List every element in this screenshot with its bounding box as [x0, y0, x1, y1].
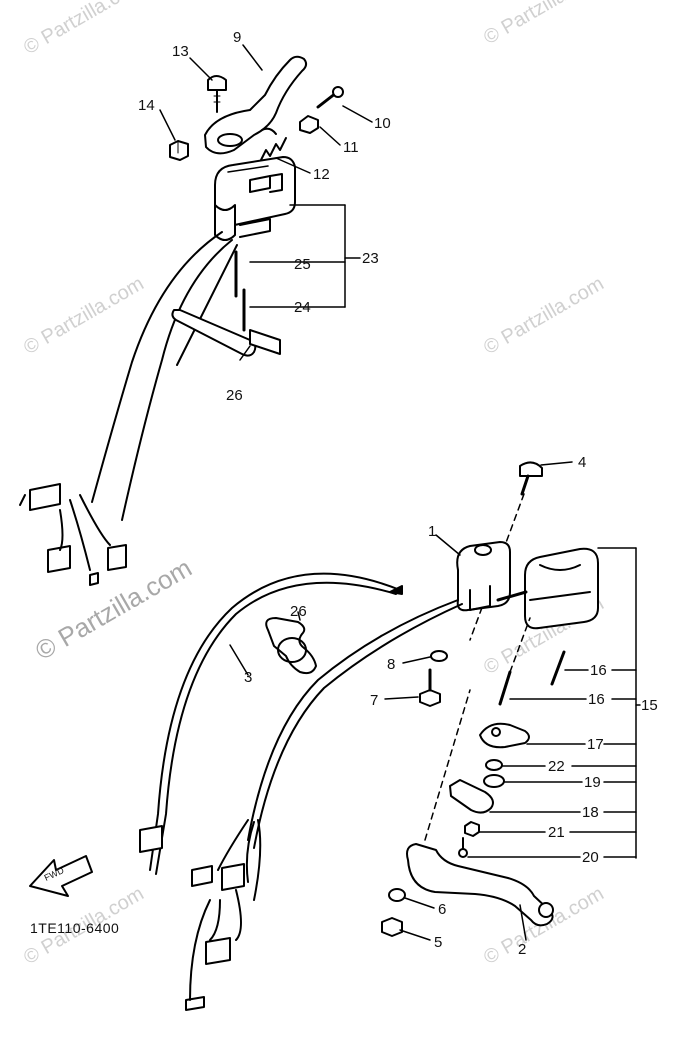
- callout-1: 1: [428, 523, 437, 540]
- callout-22: 22: [548, 758, 565, 775]
- screw-16a-part: [550, 650, 566, 686]
- callout-18: 18: [582, 804, 599, 821]
- screw-20-part: [458, 837, 468, 858]
- left-harness-part: [91, 231, 238, 521]
- callout-13: 13: [172, 43, 189, 60]
- left-connectors-part: [19, 483, 127, 586]
- clamp-26-part: [265, 617, 317, 675]
- bolt-7-part: [419, 668, 441, 707]
- callout-10: 10: [374, 115, 391, 132]
- brake-master-cylinder-part: [456, 541, 511, 612]
- collar-11-part: [299, 115, 319, 134]
- spring-19-part: [483, 774, 505, 788]
- screw-16b-part: [498, 670, 512, 706]
- callout-6: 6: [438, 901, 447, 918]
- cable-3-part: [139, 572, 403, 875]
- callout-16a: 16: [590, 662, 607, 679]
- pin-6-part: [388, 888, 406, 902]
- bolt-13-part: [207, 75, 227, 113]
- right-harness-part: [185, 599, 463, 1011]
- collar-22-part: [485, 759, 503, 771]
- handlebar-part: [496, 590, 528, 602]
- callout-26b: 26: [290, 603, 307, 620]
- throttle-cam-18-part: [449, 779, 494, 814]
- forward-arrow-icon: [29, 855, 93, 897]
- callout-4: 4: [578, 454, 587, 471]
- callout-7: 7: [370, 692, 379, 709]
- nut-14-part: [169, 140, 189, 161]
- nut-21-part: [464, 821, 480, 837]
- callout-25: 25: [294, 256, 311, 273]
- callout-15: 15: [641, 697, 658, 714]
- callout-23: 23: [362, 250, 379, 267]
- clamp-band-26-part: [171, 309, 281, 357]
- screw-10-part: [316, 86, 344, 109]
- callout-24: 24: [294, 299, 311, 316]
- callout-12: 12: [313, 166, 330, 183]
- callout-2: 2: [518, 941, 527, 958]
- front-brake-lever-part: [406, 689, 554, 927]
- callout-20: 20: [582, 849, 599, 866]
- callout-8: 8: [387, 656, 396, 673]
- throttle-pulley-17-part: [479, 722, 530, 749]
- clutch-lever-9-part: [204, 55, 308, 155]
- callout-26a: 26: [226, 387, 243, 404]
- callout-11: 11: [343, 139, 359, 156]
- washer-8-part: [430, 650, 448, 662]
- callout-9: 9: [233, 29, 242, 46]
- spring-12-part: [259, 137, 287, 163]
- callout-3: 3: [244, 669, 253, 686]
- callout-21: 21: [548, 824, 565, 841]
- left-switch-housing-part: [214, 156, 296, 241]
- figure-reference: 1TE110-6400: [30, 920, 120, 936]
- callout-5: 5: [434, 934, 443, 951]
- callout-19: 19: [584, 774, 601, 791]
- nut-5-part: [381, 917, 403, 937]
- callout-14: 14: [138, 97, 155, 114]
- callout-16b: 16: [588, 691, 605, 708]
- right-switch-housing-part: [524, 547, 599, 630]
- callout-17: 17: [587, 736, 604, 753]
